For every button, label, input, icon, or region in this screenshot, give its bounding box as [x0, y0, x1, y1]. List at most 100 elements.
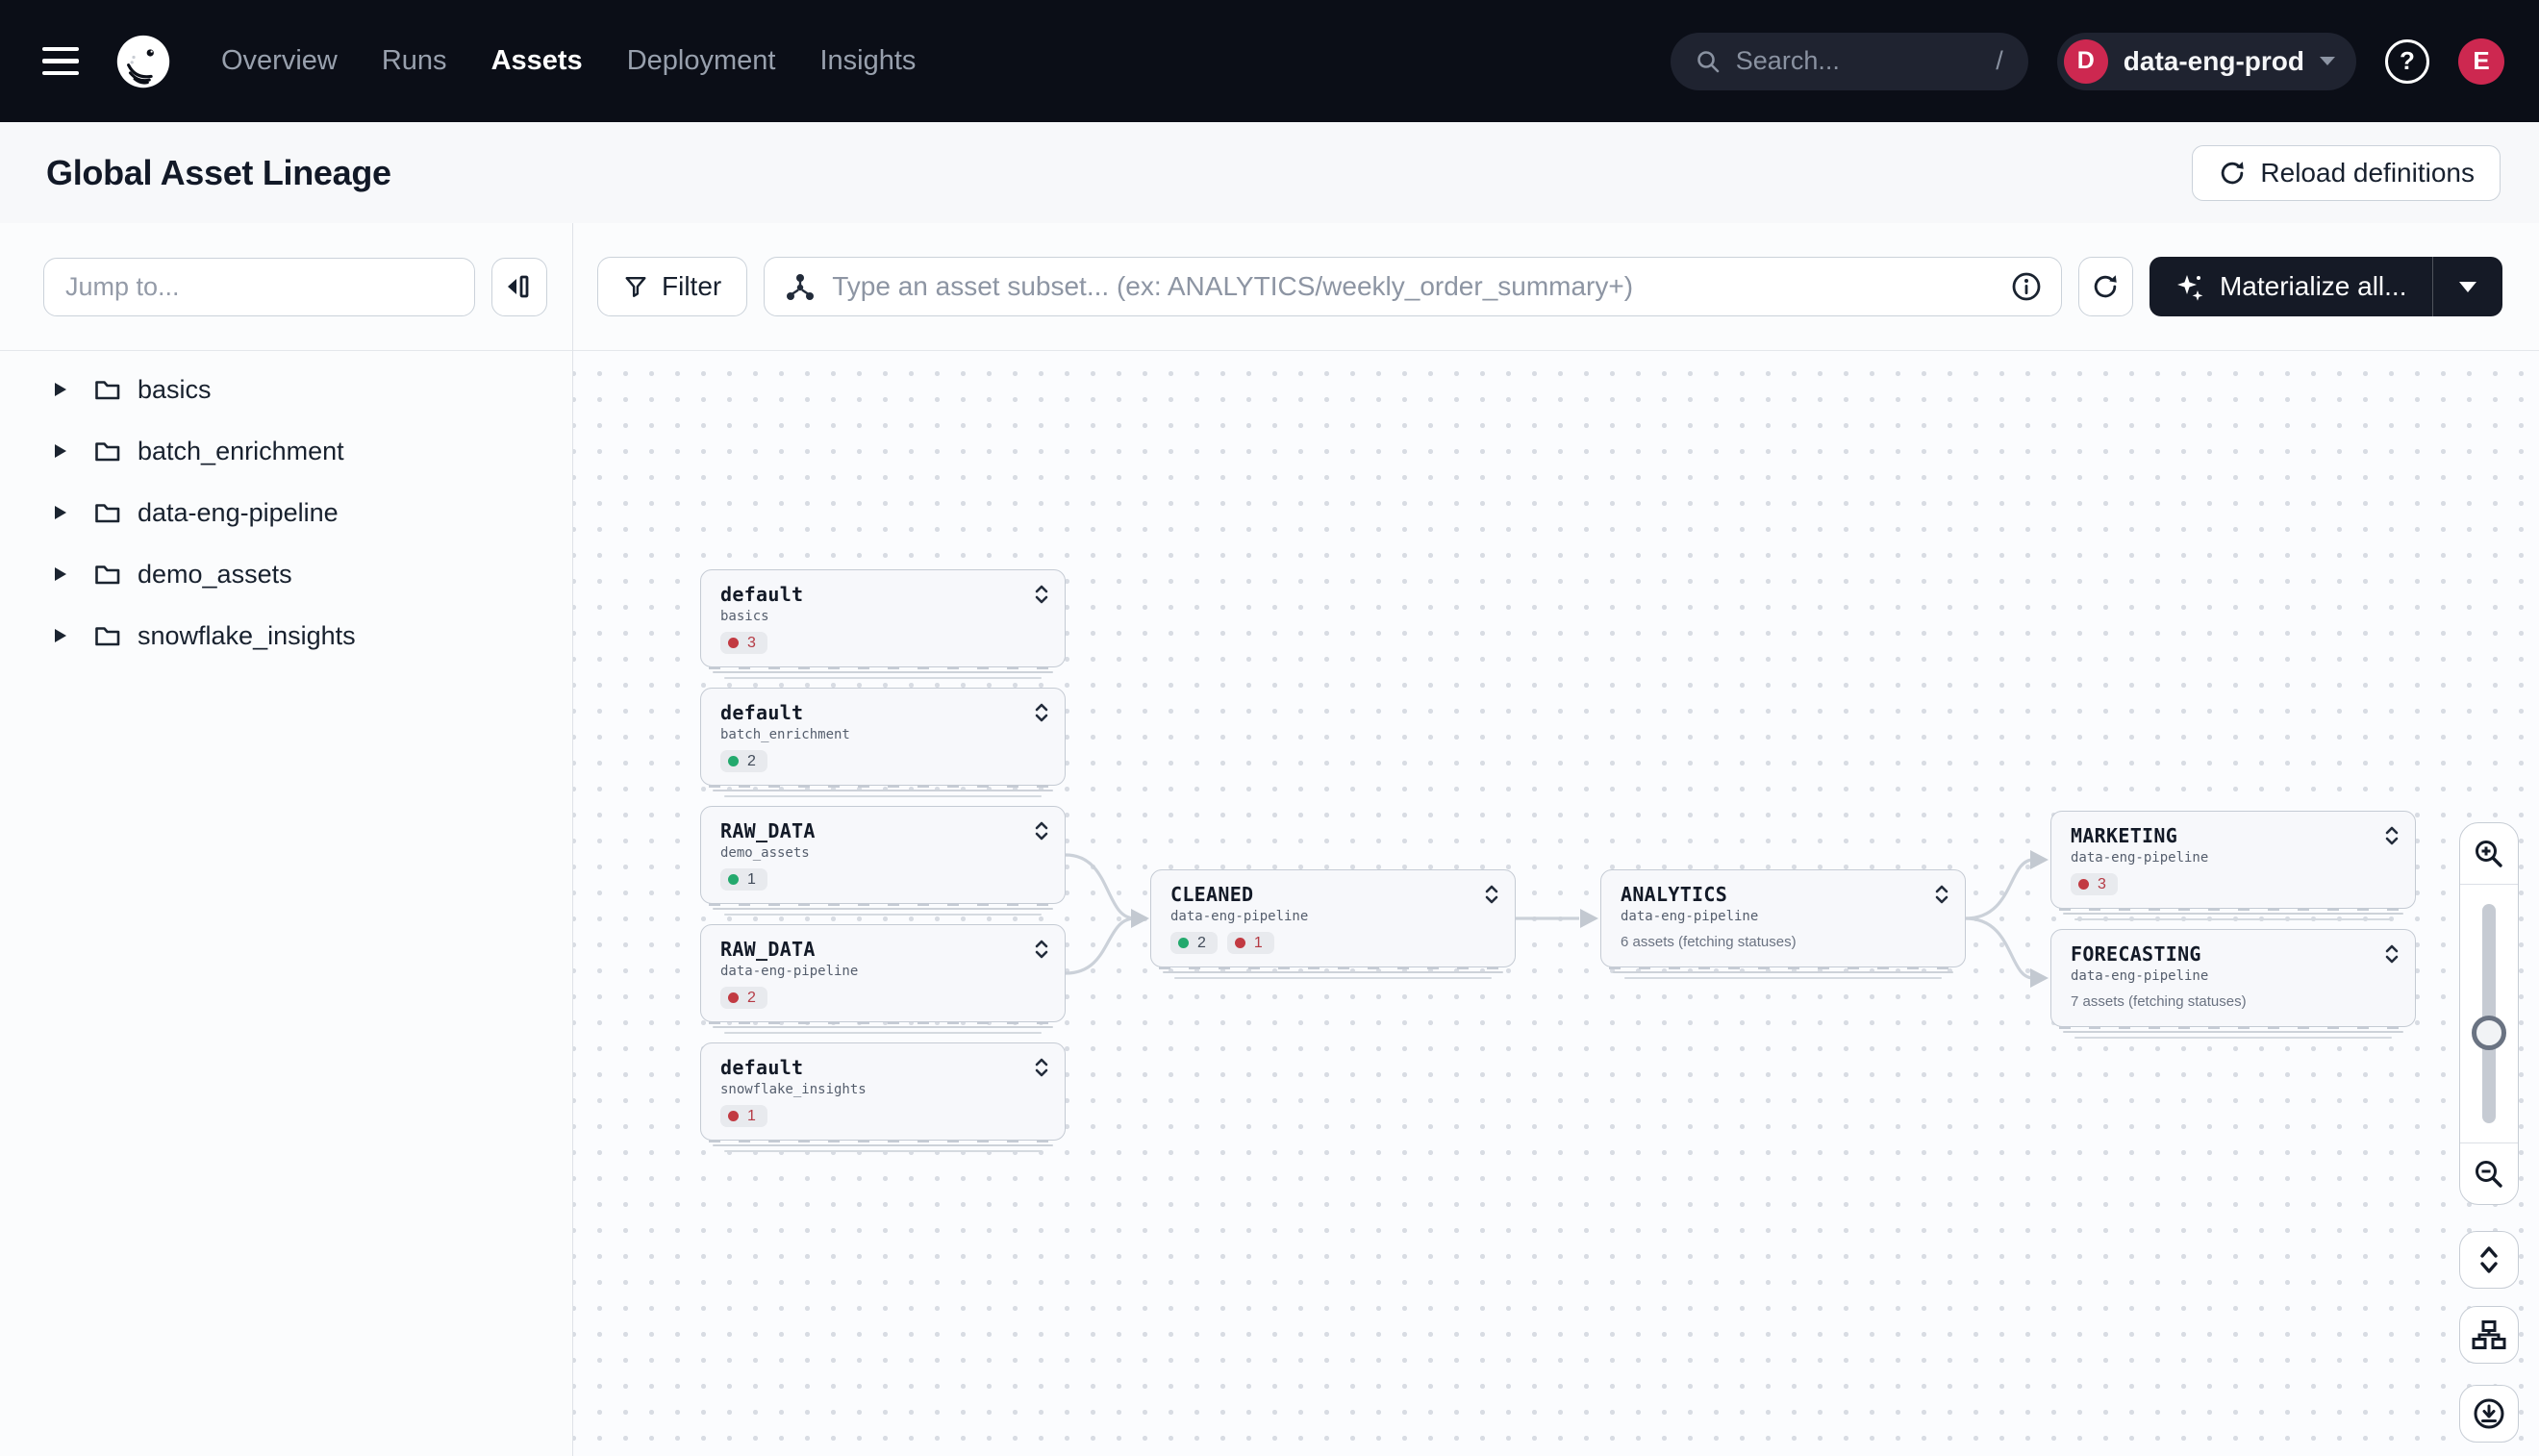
sidebar-item-data-eng-pipeline[interactable]: data-eng-pipeline: [0, 482, 572, 543]
reload-definitions-button[interactable]: Reload definitions: [2192, 144, 2501, 201]
folder-icon: [95, 442, 120, 462]
red-status-dot-icon: [1234, 938, 1245, 948]
expand-collapse-icon[interactable]: [2383, 944, 2401, 968]
status-badges: 2: [720, 987, 1047, 1009]
tree-caret-icon[interactable]: [55, 444, 66, 458]
page-title: Global Asset Lineage: [46, 152, 391, 192]
refresh-icon: [2095, 275, 2118, 298]
asset-group-node-default-batch-enrichment[interactable]: default batch_enrichment 2: [700, 688, 1066, 797]
status-badges: 1: [720, 868, 1047, 891]
zoom-slider[interactable]: [2460, 885, 2518, 1142]
tree-caret-icon[interactable]: [55, 506, 66, 519]
lineage-canvas[interactable]: default basics 3 default batch_enrichmen…: [573, 351, 2539, 1456]
materialize-all-button[interactable]: Materialize all...: [2149, 257, 2432, 316]
refresh-graph-button[interactable]: [2077, 257, 2133, 316]
layout-button[interactable]: [2459, 1306, 2519, 1364]
expand-collapse-icon[interactable]: [1033, 940, 1050, 964]
filter-button[interactable]: Filter: [597, 257, 748, 316]
materialize-all-split-button: Materialize all...: [2149, 257, 2502, 316]
nav-link-deployment[interactable]: Deployment: [626, 45, 776, 76]
zoom-slider-track[interactable]: [2482, 904, 2496, 1123]
asset-group-node-rawdata-data-eng-pipeline[interactable]: RAW_DATA data-eng-pipeline 2: [700, 924, 1066, 1034]
materialize-all-label: Materialize all...: [2219, 271, 2407, 301]
tree-caret-icon[interactable]: [55, 383, 66, 396]
asset-group-node-default-snowflake-insights[interactable]: default snowflake_insights 1: [700, 1042, 1066, 1152]
expand-collapse-icon: [2480, 1246, 2498, 1273]
expand-collapse-icon[interactable]: [1033, 703, 1050, 727]
folder-icon: [95, 381, 120, 400]
asset-group-node-default-basics[interactable]: default basics 3: [700, 569, 1066, 679]
sidebar-item-batch-enrichment[interactable]: batch_enrichment: [0, 420, 572, 482]
asset-subset-input[interactable]: [832, 271, 1996, 302]
zoom-out-icon: [2476, 1160, 2502, 1188]
asset-status-chip-green: 1: [720, 868, 767, 891]
nav-link-overview[interactable]: Overview: [221, 45, 338, 76]
nav-link-insights[interactable]: Insights: [819, 45, 917, 76]
tree-caret-icon[interactable]: [55, 567, 66, 581]
expand-all-groups-button[interactable]: [2459, 1231, 2519, 1289]
expand-collapse-icon[interactable]: [1033, 585, 1050, 609]
expand-collapse-icon[interactable]: [1933, 885, 1950, 909]
search-shortcut-hint: /: [1996, 46, 2003, 75]
help-icon[interactable]: ?: [2385, 38, 2429, 84]
expand-collapse-icon[interactable]: [1033, 1058, 1050, 1082]
zoom-slider-thumb[interactable]: [2472, 1016, 2506, 1050]
filter-label: Filter: [662, 271, 722, 301]
asset-status-chip-red: 3: [2071, 873, 2118, 895]
asset-group-node-forecasting[interactable]: FORECASTING data-eng-pipeline 7 assets (…: [2050, 929, 2416, 1039]
asset-group-node-analytics[interactable]: ANALYTICS data-eng-pipeline 6 assets (fe…: [1600, 869, 1966, 979]
nav-link-assets[interactable]: Assets: [490, 45, 583, 76]
nav-link-runs[interactable]: Runs: [381, 45, 447, 76]
filter-icon: [625, 276, 646, 297]
folder-icon: [95, 504, 120, 523]
asset-graph-icon: [787, 274, 815, 300]
jump-to-input[interactable]: [43, 257, 475, 316]
asset-count-status: 6 assets (fetching statuses): [1621, 934, 1797, 950]
asset-count-status: 7 assets (fetching statuses): [2071, 993, 2247, 1010]
layout-icon: [2472, 1320, 2506, 1349]
avatar[interactable]: E: [2458, 38, 2504, 85]
lineage-edges: [1065, 850, 2049, 988]
sidebar-item-snowflake-insights[interactable]: snowflake_insights: [0, 605, 572, 666]
page-header: Global Asset Lineage Reload definitions: [0, 122, 2539, 223]
status-badges: 2: [720, 750, 1047, 772]
green-status-dot-icon: [728, 874, 739, 885]
red-status-dot-icon: [2078, 879, 2089, 890]
sidebar-search-row: [0, 223, 572, 351]
search-icon: [1697, 50, 1720, 72]
materialize-options-button[interactable]: [2433, 257, 2502, 316]
info-icon[interactable]: [2011, 271, 2042, 302]
global-search[interactable]: Search... /: [1670, 32, 2028, 90]
workspace-name: data-eng-prod: [2123, 45, 2304, 76]
reload-definitions-label: Reload definitions: [2260, 157, 2475, 188]
expand-collapse-icon[interactable]: [1033, 821, 1050, 845]
status-badges: 3: [720, 632, 1047, 654]
search-placeholder: Search...: [1735, 46, 1840, 75]
download-image-button[interactable]: [2459, 1385, 2519, 1443]
status-badges: 3: [2071, 873, 2398, 895]
zoom-in-button[interactable]: [2460, 823, 2518, 885]
asset-group-node-marketing[interactable]: MARKETING data-eng-pipeline 3: [2050, 811, 2416, 920]
sidebar-item-demo-assets[interactable]: demo_assets: [0, 543, 572, 605]
workspace-switcher[interactable]: D data-eng-prod: [2056, 32, 2356, 90]
dagster-logo: [116, 35, 170, 88]
asset-group-node-rawdata-demo-assets[interactable]: RAW_DATA demo_assets 1: [700, 806, 1066, 916]
folder-icon: [95, 565, 120, 585]
asset-status-chip-red: 2: [720, 987, 767, 1009]
expand-collapse-icon[interactable]: [2383, 826, 2401, 850]
lineage-toolbar: Filter: [573, 223, 2539, 351]
status-badges: 1: [720, 1105, 1047, 1127]
red-status-dot-icon: [728, 638, 739, 648]
expand-collapse-icon[interactable]: [1483, 885, 1500, 909]
reload-icon: [2222, 161, 2245, 184]
tree-caret-icon[interactable]: [55, 629, 66, 642]
asset-status-chip-red: 1: [1226, 932, 1274, 954]
asset-status-chip-green: 2: [720, 750, 767, 772]
zoom-out-button[interactable]: [2460, 1142, 2518, 1204]
collapse-sidebar-button[interactable]: [491, 257, 547, 316]
hamburger-menu-icon[interactable]: [42, 46, 79, 76]
sidebar-item-basics[interactable]: basics: [0, 359, 572, 420]
asset-status-chip-red: 1: [720, 1105, 767, 1127]
